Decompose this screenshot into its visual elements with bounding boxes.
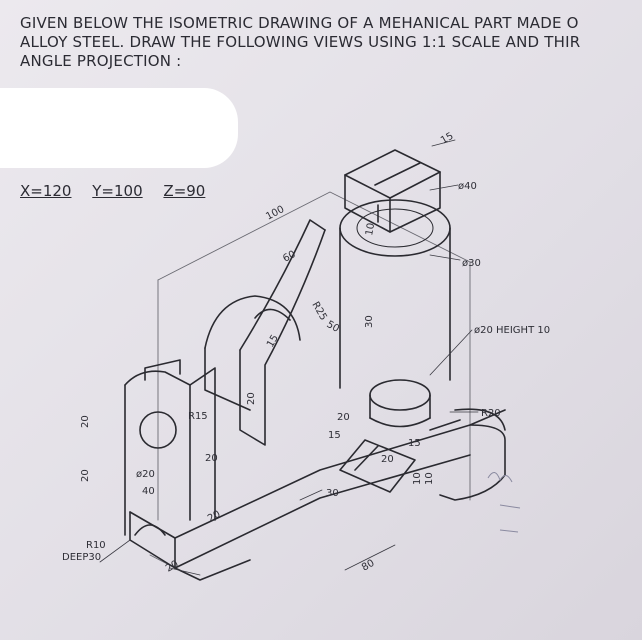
label-10a: 10	[412, 472, 423, 485]
label-20c: 20	[381, 454, 394, 465]
base-slot	[339, 439, 416, 493]
right-end	[429, 408, 506, 431]
label-30-vertical: 30	[364, 315, 375, 328]
top-block	[344, 149, 441, 233]
label-phi40: ø40	[458, 181, 477, 192]
dim-x: X=120	[20, 182, 72, 200]
base-plate	[129, 409, 506, 581]
left-upright	[124, 359, 216, 536]
label-15b: 15	[265, 333, 281, 350]
question-text: GIVEN BELOW THE ISOMETRIC DRAWING OF A M…	[20, 14, 642, 71]
label-10-top: 10	[364, 222, 377, 236]
label-20a: 20	[246, 392, 257, 405]
label-phi20: ø20	[136, 469, 155, 480]
label-r25: R25	[309, 300, 328, 323]
dim-z: Z=90	[163, 182, 206, 200]
label-20b: 20	[337, 412, 350, 423]
cylinder	[339, 199, 451, 389]
label-40: 40	[142, 486, 155, 497]
question-line-3: ANGLE PROJECTION :	[20, 52, 182, 70]
label-r10: R10	[86, 540, 106, 551]
dim-y: Y=100	[92, 182, 143, 200]
label-phi20-height: ø20 HEIGHT 10	[474, 325, 550, 336]
label-20-left-2: 20	[80, 469, 91, 482]
label-30: 30	[326, 488, 339, 499]
small-boss	[369, 379, 431, 428]
label-deep30: DEEP30	[62, 552, 101, 563]
label-50: 50	[325, 319, 342, 335]
label-r15: R15	[188, 411, 208, 422]
dimension-labels: 15 ø40 100 60 10 ø30 R25 50 30 15 ø20 HE…	[62, 131, 550, 575]
handwritten-scribble	[487, 472, 521, 533]
label-80: 80	[360, 558, 377, 574]
label-20f: 20	[164, 559, 181, 575]
label-15: 15	[439, 131, 456, 147]
label-20d: 20	[205, 453, 218, 464]
label-15c: 15	[328, 430, 341, 441]
overall-dimensions: X=120 Y=100 Z=90	[20, 182, 221, 200]
construction-lines	[149, 191, 471, 569]
question-line-1: GIVEN BELOW THE ISOMETRIC DRAWING OF A M…	[20, 14, 579, 32]
redaction-box	[0, 88, 238, 168]
question-line-2: ALLOY STEEL. DRAW THE FOLLOWING VIEWS US…	[20, 33, 581, 51]
leader-lines	[99, 139, 479, 576]
label-15d: 15	[408, 438, 421, 449]
back-arch	[204, 295, 301, 411]
label-10b: 10	[424, 472, 435, 485]
slanted-rib	[239, 219, 326, 446]
label-60: 60	[281, 249, 297, 265]
label-phi30: ø30	[462, 258, 481, 269]
label-r20: R20	[481, 408, 501, 419]
label-20-left-1: 20	[80, 415, 91, 428]
